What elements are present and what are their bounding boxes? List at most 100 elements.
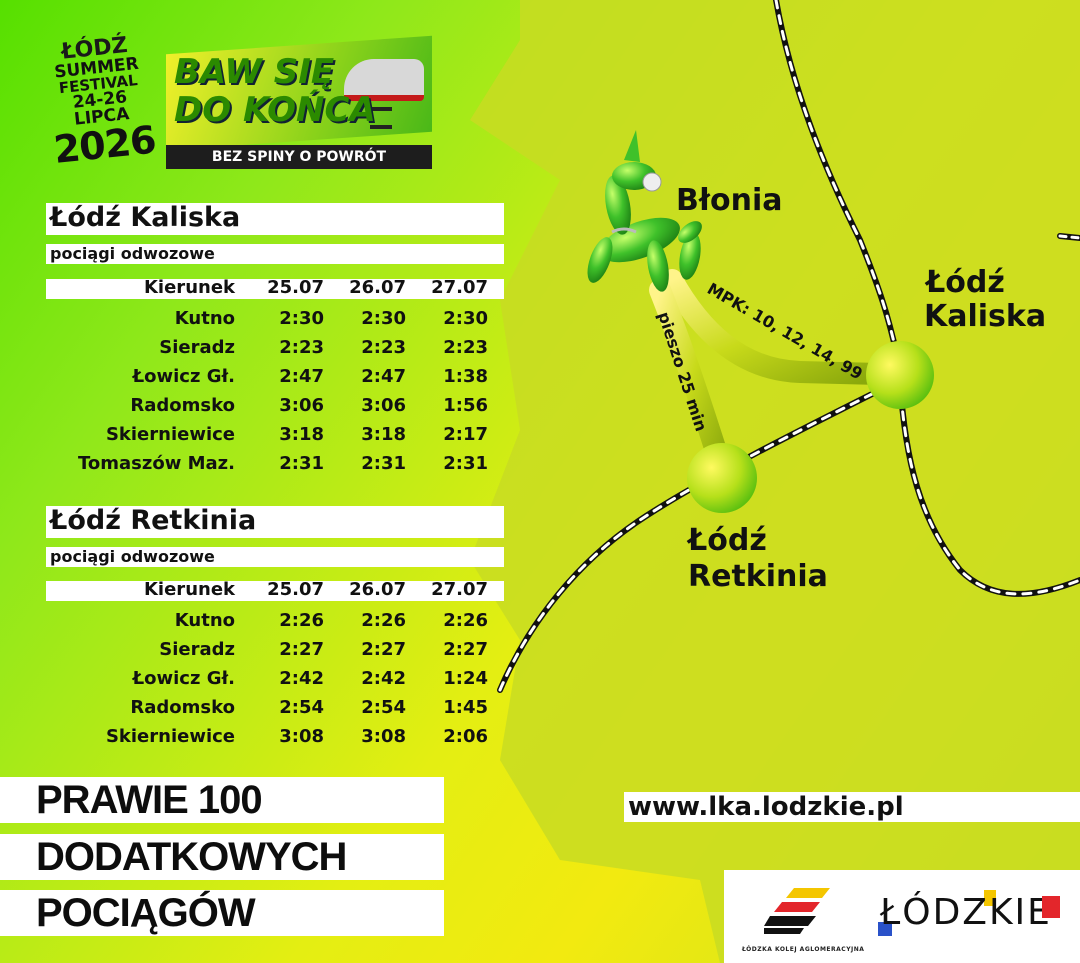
time-cell-day-2: 3:08 — [361, 726, 406, 747]
lodzkie-red-mark — [1042, 896, 1060, 918]
timetable-kaliska-row: Skierniewice 3:18 3:18 2:17 — [46, 424, 504, 453]
time-cell-day-3: 2:06 — [443, 726, 488, 747]
direction-cell: Kutno — [174, 610, 235, 631]
festival-logo: ŁÓDŹ SUMMER FESTIVAL 24-26 LIPCA 2026 — [42, 33, 159, 172]
time-cell-day-2: 2:30 — [361, 308, 406, 329]
lodzkie-logo: ŁÓDZKIE — [880, 892, 1052, 933]
direction-cell: Tomaszów Maz. — [78, 453, 235, 474]
time-cell-day-2: 2:26 — [361, 610, 406, 631]
headline-line-3-bar: POCIĄGÓW — [0, 890, 444, 936]
kaliska-label-line2: Kaliska — [924, 299, 1046, 334]
timetable-retkinia-subtitle-bar: pociągi odwozowe — [46, 547, 504, 567]
time-cell-day-2: 2:23 — [361, 337, 406, 358]
time-cell-day-2: 3:18 — [361, 424, 406, 445]
time-cell-day-1: 2:31 — [279, 453, 324, 474]
lodzkie-yellow-mark — [984, 890, 996, 906]
header-date-1: 25.07 — [267, 579, 324, 600]
timetable-kaliska-row: Radomsko 3:06 3:06 1:56 — [46, 395, 504, 424]
time-cell-day-3: 1:45 — [443, 697, 488, 718]
time-cell-day-3: 1:56 — [443, 395, 488, 416]
direction-cell: Radomsko — [130, 395, 235, 416]
kaliska-label-line1: Łódź — [924, 265, 1005, 300]
time-cell-day-2: 2:31 — [361, 453, 406, 474]
timetable-retkinia-row: Radomsko 2:54 2:54 1:45 — [46, 697, 504, 726]
direction-cell: Sieradz — [159, 639, 235, 660]
promo-title-line1: BAW SIĘ — [174, 52, 335, 92]
time-cell-day-1: 3:06 — [279, 395, 324, 416]
promo-title-line2: DO KOŃCA — [174, 90, 376, 130]
timetable-retkinia-title-bar: Łódź Retkinia — [46, 505, 504, 538]
lka-small-logo-icon — [370, 107, 392, 129]
direction-cell: Łowicz Gł. — [132, 668, 235, 689]
time-cell-day-1: 3:08 — [279, 726, 324, 747]
timetable-retkinia-subtitle: pociągi odwozowe — [50, 547, 215, 566]
headline-line-2-bar: DODATKOWYCH — [0, 834, 444, 880]
direction-cell: Radomsko — [130, 697, 235, 718]
time-cell-day-2: 2:27 — [361, 639, 406, 660]
headline-line-1: PRAWIE 100 — [36, 778, 263, 822]
time-cell-day-3: 1:38 — [443, 366, 488, 387]
time-cell-day-3: 2:23 — [443, 337, 488, 358]
timetable-kaliska-title: Łódź Kaliska — [50, 202, 241, 233]
festival-logo-year: 2026 — [51, 117, 158, 172]
time-cell-day-1: 3:18 — [279, 424, 324, 445]
headline-line-2: DODATKOWYCH — [36, 835, 347, 879]
timetable-retkinia-header: Kierunek 25.07 26.07 27.07 — [46, 579, 504, 601]
partner-logos: ŁÓDZKA KOLEJ AGLOMERACYJNA ŁÓDZKIE — [724, 870, 1080, 963]
headline-line-3: POCIĄGÓW — [36, 891, 256, 935]
time-cell-day-1: 2:47 — [279, 366, 324, 387]
time-cell-day-3: 2:31 — [443, 453, 488, 474]
direction-cell: Skierniewice — [105, 424, 235, 445]
bus-route-tube — [661, 269, 891, 385]
station-node-kaliska — [866, 341, 934, 409]
header-date-1: 25.07 — [267, 277, 324, 298]
timetable-kaliska-row: Łowicz Gł. 2:47 2:47 1:38 — [46, 366, 504, 395]
station-node-retkinia — [687, 443, 757, 513]
header-date-3: 27.07 — [431, 277, 488, 298]
venue-label: Błonia — [676, 183, 783, 218]
website-bar: www.lka.lodzkie.pl — [624, 792, 1080, 822]
website-link[interactable]: www.lka.lodzkie.pl — [628, 792, 904, 822]
retkinia-label-line2: Retkinia — [688, 559, 828, 594]
time-cell-day-2: 3:06 — [361, 395, 406, 416]
header-direction: Kierunek — [143, 277, 235, 298]
time-cell-day-2: 2:54 — [361, 697, 406, 718]
time-cell-day-3: 2:30 — [443, 308, 488, 329]
direction-cell: Łowicz Gł. — [132, 366, 235, 387]
time-cell-day-3: 2:26 — [443, 610, 488, 631]
timetable-retkinia-title: Łódź Retkinia — [50, 505, 257, 536]
time-cell-day-1: 2:54 — [279, 697, 324, 718]
headline-line-1-bar: PRAWIE 100 — [0, 777, 444, 823]
timetable-kaliska-subtitle-bar: pociągi odwozowe — [46, 244, 504, 264]
time-cell-day-3: 1:24 — [443, 668, 488, 689]
retkinia-label-line1: Łódź — [686, 523, 767, 558]
time-cell-day-1: 2:23 — [279, 337, 324, 358]
header-direction: Kierunek — [143, 579, 235, 600]
time-cell-day-2: 2:47 — [361, 366, 406, 387]
header-date-2: 26.07 — [349, 579, 406, 600]
promo-banner: BAW SIĘ DO KOŃCA BEZ SPINY O POWRÓT — [166, 35, 432, 169]
time-cell-day-1: 2:42 — [279, 668, 324, 689]
header-date-2: 26.07 — [349, 277, 406, 298]
time-cell-day-3: 2:27 — [443, 639, 488, 660]
lka-caption: ŁÓDZKA KOLEJ AGLOMERACYJNA — [742, 946, 865, 953]
timetable-kaliska-title-bar: Łódź Kaliska — [46, 202, 504, 235]
promo-tagline: BEZ SPINY O POWRÓT — [166, 145, 432, 169]
time-cell-day-1: 2:27 — [279, 639, 324, 660]
timetable-kaliska-subtitle: pociągi odwozowe — [50, 244, 215, 263]
timetable-kaliska-header: Kierunek 25.07 26.07 27.07 — [46, 277, 504, 299]
direction-cell: Sieradz — [159, 337, 235, 358]
promo-title: BAW SIĘ DO KOŃCA — [174, 53, 376, 129]
direction-cell: Kutno — [174, 308, 235, 329]
time-cell-day-3: 2:17 — [443, 424, 488, 445]
header-date-3: 27.07 — [431, 579, 488, 600]
timetable-kaliska-row: Tomaszów Maz. 2:31 2:31 2:31 — [46, 453, 504, 482]
timetable-kaliska-row: Sieradz 2:23 2:23 2:23 — [46, 337, 504, 366]
railway-tracks — [497, 0, 1080, 693]
timetable-retkinia-row: Sieradz 2:27 2:27 2:27 — [46, 639, 504, 668]
lodzkie-blue-mark — [878, 922, 892, 936]
